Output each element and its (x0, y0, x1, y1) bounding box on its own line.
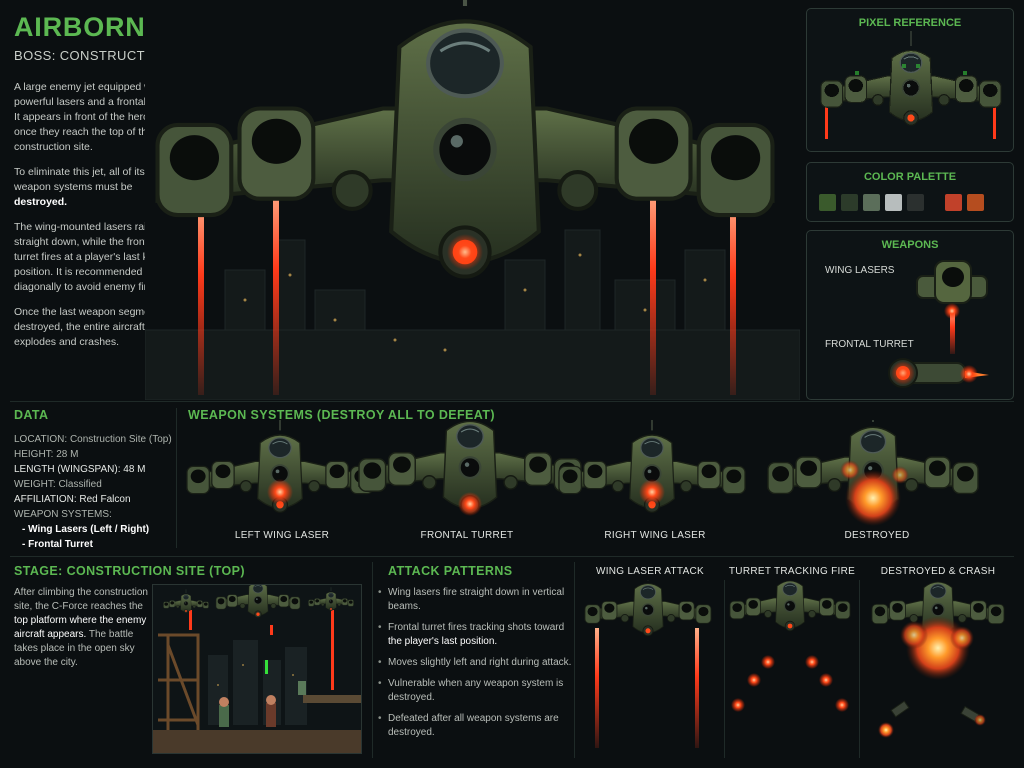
construction-scaffolding (145, 229, 800, 400)
data-row-affiliation: AFFILIATION: Red Falcon (14, 494, 131, 505)
weapons-panel: WEAPONS WING LASERS FRONTAL TURRET (806, 230, 1014, 400)
player-character (266, 695, 276, 727)
player-character (219, 697, 229, 727)
color-swatch (945, 194, 962, 211)
boss-description: A large enemy jet equipped with powerful… (14, 80, 179, 360)
data-row-length: LENGTH (WINGSPAN): 48 M (14, 464, 146, 475)
attack-patterns-list: Wing lasers fire straight down in vertic… (378, 586, 578, 747)
description-paragraph: A large enemy jet equipped with powerful… (14, 81, 177, 153)
description-paragraph: To eliminate this jet, all of its weapon… (14, 166, 145, 208)
divider (10, 401, 1014, 402)
caption-destroyed: DESTROYED (844, 530, 910, 541)
pixel-reference-title: PIXEL REFERENCE (858, 17, 962, 29)
data-row-systems: WEAPON SYSTEMS: (14, 509, 112, 520)
divider (10, 556, 1014, 557)
data-row-system-turret: - Frontal Turret (22, 539, 93, 550)
weapon-label-frontal-turret: FRONTAL TURRET (825, 339, 914, 350)
color-swatch (841, 194, 858, 211)
weapon-label-wing-lasers: WING LASERS (825, 265, 895, 276)
color-swatch (819, 194, 836, 211)
description-paragraph: The wing-mounted lasers rain straight do… (14, 221, 173, 293)
data-row-weight: WEIGHT: Classified (14, 479, 102, 490)
boss-hero-illustration (145, 0, 800, 400)
list-item: Wing lasers fire straight down in vertic… (378, 586, 578, 614)
data-row-height: HEIGHT: 28 M (14, 449, 79, 460)
caption-frontal-turret: FRONTAL TURRET (420, 530, 514, 541)
color-swatch (907, 194, 924, 211)
destroyed-crash-illustration (862, 580, 1014, 760)
attack-patterns-title: ATTACK PATTERNS (388, 564, 513, 578)
turret-tracking-fire-illustration (726, 580, 858, 760)
wing-laser-attack-illustration (578, 580, 722, 760)
color-palette-title: COLOR PALETTE (863, 171, 957, 183)
wing-laser-sprite (916, 260, 988, 354)
color-swatch (967, 194, 984, 211)
data-row-system-wing-lasers: - Wing Lasers (Left / Right) (22, 524, 150, 535)
list-item: Defeated after all weapon systems are de… (378, 712, 578, 740)
list-item: Frontal turret fires tracking shots towa… (378, 621, 578, 649)
divider (372, 562, 373, 758)
pixel-reference-panel: PIXEL REFERENCE (806, 8, 1014, 152)
mini-title-wing-laser-attack: WING LASER ATTACK (595, 566, 705, 577)
weapon-systems-title: WEAPON SYSTEMS (DESTROY ALL TO DEFEAT) (188, 408, 495, 422)
stage-screenshot (152, 584, 362, 754)
weapons-title: WEAPONS (881, 239, 939, 251)
color-palette-panel: COLOR PALETTE (806, 162, 1014, 222)
frontal-turret-sprite (888, 358, 989, 388)
data-title: DATA (14, 408, 49, 422)
list-item: Vulnerable when any weapon system is des… (378, 677, 578, 705)
divider (176, 408, 177, 548)
divider (859, 580, 860, 758)
divider (724, 580, 725, 758)
pixel-sprite (820, 30, 1002, 139)
color-swatch (885, 194, 902, 211)
mini-title-turret-tracking: TURRET TRACKING FIRE (728, 566, 856, 577)
list-item: Moves slightly left and right during att… (378, 656, 578, 670)
boss-data-block: DATA LOCATION: Construction Site (Top) H… (14, 408, 174, 552)
data-row-location: LOCATION: Construction Site (Top) (14, 434, 172, 445)
caption-right-wing-laser: RIGHT WING LASER (604, 530, 706, 541)
color-swatch (863, 194, 880, 211)
description-paragraph: Once the last weapon segment is destroye… (14, 306, 170, 348)
caption-left-wing-laser: LEFT WING LASER (234, 530, 330, 541)
mini-title-destroyed-crash: DESTROYED & CRASH (880, 566, 996, 577)
stage-title: STAGE: CONSTRUCTION SITE (TOP) (14, 564, 245, 578)
stage-description: After climbing the construction site, th… (14, 587, 148, 668)
